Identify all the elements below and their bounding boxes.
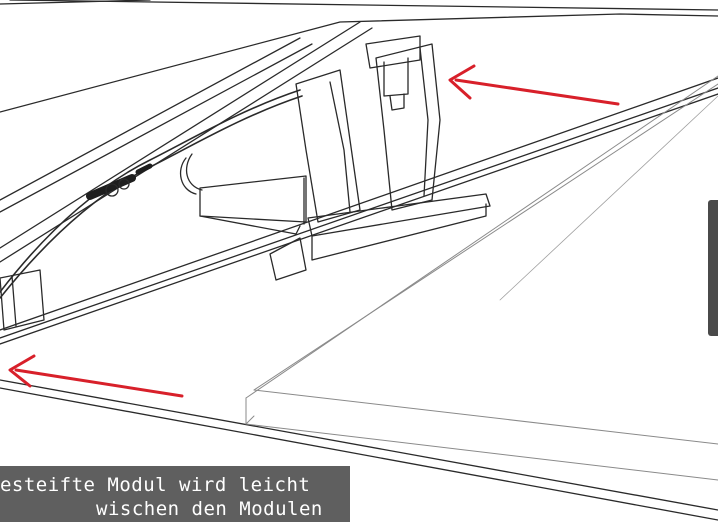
caption-box: gesteifte Modul wird leicht wischen den …	[0, 466, 350, 522]
caption-line-2: wischen den Modulen	[96, 498, 323, 520]
next-slide-tab[interactable]	[708, 200, 718, 336]
arrow-left-icon	[448, 64, 620, 106]
arrow-left-icon	[8, 354, 184, 398]
caption-line-1: gesteifte Modul wird leicht	[0, 474, 311, 496]
